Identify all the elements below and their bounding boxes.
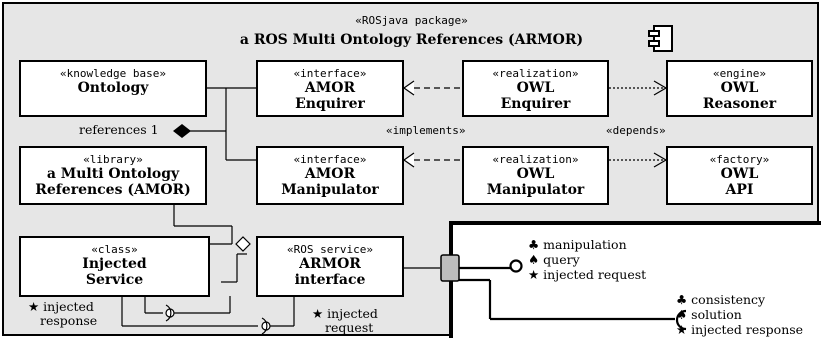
required-item-solution: ♠ solution bbox=[676, 307, 742, 322]
armor-interface-stereotype: «ROS service» bbox=[286, 243, 374, 256]
armor-interface-name-1: ARMOR bbox=[299, 256, 361, 272]
implements-label: «implements» bbox=[386, 124, 466, 137]
package-title: a ROS Multi Ontology References (ARMOR) bbox=[239, 32, 584, 48]
armor-interface-name-2: interface bbox=[294, 272, 366, 288]
depends-label: «depends» bbox=[606, 124, 666, 137]
owl-api-box: «factory» OWL API bbox=[666, 146, 813, 205]
injected-service-box: «class» Injected Service bbox=[19, 236, 210, 297]
injected-response-left-label-2: response bbox=[40, 313, 98, 328]
amor-enquirer-box: «interface» AMOR Enquirer bbox=[256, 60, 404, 117]
injected-response-left-label-1: ★ injected bbox=[28, 299, 94, 314]
owl-manipulator-stereotype: «realization» bbox=[492, 153, 579, 166]
armor-interface-box: «ROS service» ARMOR interface bbox=[256, 236, 404, 297]
amor-manipulator-name-2: Manipulator bbox=[281, 182, 379, 198]
provided-item-injected-request: ★ injected request bbox=[528, 267, 647, 282]
owl-reasoner-name-2: Reasoner bbox=[702, 96, 777, 112]
component-icon bbox=[645, 22, 679, 56]
ontology-box: «knowledge base» Ontology bbox=[19, 60, 207, 117]
owl-api-name-2: API bbox=[725, 182, 754, 198]
owl-enquirer-stereotype: «realization» bbox=[492, 67, 579, 80]
amor-library-box: «library» a Multi Ontology References (A… bbox=[19, 146, 207, 205]
required-item-consistency: ♣ consistency bbox=[676, 292, 766, 307]
owl-api-stereotype: «factory» bbox=[709, 153, 770, 166]
amor-library-stereotype: «library» bbox=[83, 153, 143, 166]
owl-reasoner-box: «engine» OWL Reasoner bbox=[666, 60, 813, 117]
owl-manipulator-name-1: OWL bbox=[516, 166, 555, 182]
injected-request-label-1: ★ injected bbox=[312, 306, 378, 321]
references-label: references 1 bbox=[79, 122, 159, 137]
owl-manipulator-name-2: Manipulator bbox=[486, 182, 585, 198]
required-item-injected-response: ★ injected response bbox=[676, 322, 804, 337]
amor-manipulator-name-1: AMOR bbox=[304, 166, 356, 182]
injected-service-name-1: Injected bbox=[82, 256, 147, 272]
injected-service-name-2: Service bbox=[85, 272, 144, 288]
owl-enquirer-name-2: Enquirer bbox=[500, 96, 571, 112]
provided-item-manipulation: ♣ manipulation bbox=[528, 237, 627, 252]
provided-item-query: ♠ query bbox=[528, 252, 580, 267]
injected-service-stereotype: «class» bbox=[91, 243, 138, 256]
ontology-name: Ontology bbox=[77, 80, 149, 96]
owl-reasoner-name-1: OWL bbox=[720, 80, 759, 96]
owl-reasoner-stereotype: «engine» bbox=[713, 67, 766, 80]
amor-library-name-2: References (AMOR) bbox=[35, 182, 191, 198]
injected-request-label-2: request bbox=[325, 320, 374, 335]
owl-manipulator-box: «realization» OWL Manipulator bbox=[462, 146, 609, 205]
amor-enquirer-stereotype: «interface» bbox=[293, 67, 367, 80]
amor-manipulator-stereotype: «interface» bbox=[293, 153, 367, 166]
amor-manipulator-box: «interface» AMOR Manipulator bbox=[256, 146, 404, 205]
amor-library-name-1: a Multi Ontology bbox=[46, 166, 180, 182]
ontology-stereotype: «knowledge base» bbox=[60, 67, 166, 80]
amor-enquirer-name-2: Enquirer bbox=[295, 96, 365, 112]
owl-api-name-1: OWL bbox=[720, 166, 759, 182]
owl-enquirer-name-1: OWL bbox=[516, 80, 555, 96]
package-stereotype: «ROSjava package» bbox=[355, 14, 468, 27]
owl-enquirer-box: «realization» OWL Enquirer bbox=[462, 60, 609, 117]
amor-enquirer-name-1: AMOR bbox=[304, 80, 356, 96]
